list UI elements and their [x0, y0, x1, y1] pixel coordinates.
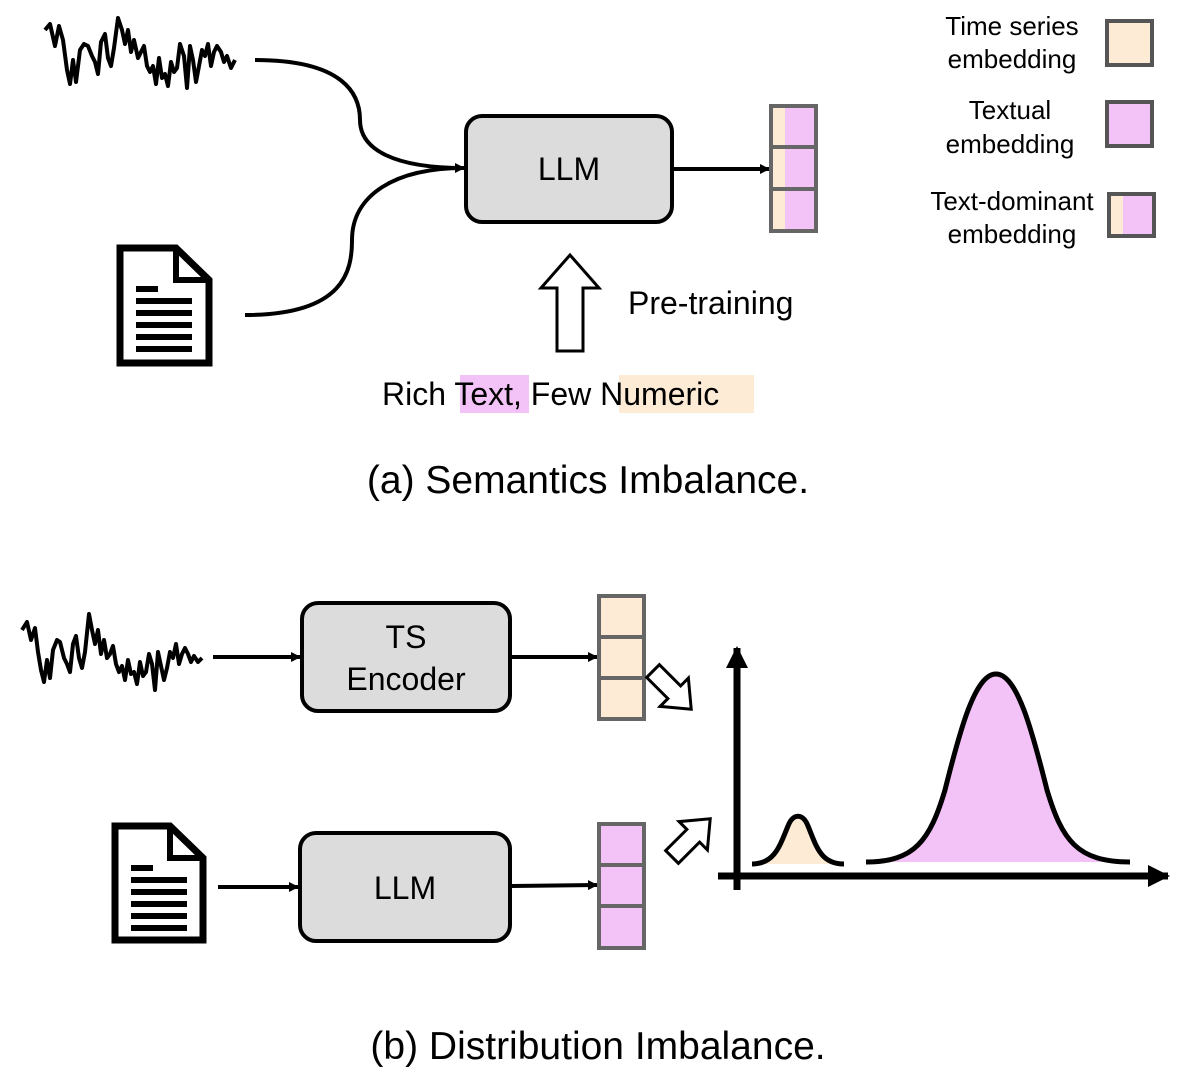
hollow-up-arrow-icon	[537, 252, 603, 353]
legend-dominant-line2: embedding	[948, 219, 1077, 249]
ts-encoder-label-line2: Encoder	[346, 661, 466, 697]
text-to-llm-curve	[244, 166, 465, 317]
llm-box-b	[298, 831, 512, 943]
legend: Time series embedding Textual embedding …	[930, 11, 1156, 249]
ts-embedding-stack	[597, 594, 646, 721]
ts-distribution-outline	[751, 813, 845, 867]
legend-text-line2: embedding	[946, 129, 1075, 159]
caption-a: (a) Semantics Imbalance.	[367, 459, 809, 502]
llm-box-a	[464, 114, 674, 224]
time-series-wave-icon	[43, 16, 237, 90]
legend-dominant-swatch	[1107, 192, 1156, 238]
hollow-diagonal-arrow-icon	[644, 662, 693, 711]
text-highlight	[460, 375, 529, 413]
ts-distribution-curve	[752, 816, 844, 864]
legend-text-swatch	[1105, 100, 1154, 148]
hollow-diagonal-arrow-icon	[663, 817, 712, 866]
time-series-wave-icon	[20, 612, 204, 692]
numeric-highlight	[619, 375, 754, 413]
legend-ts-line2: embedding	[948, 44, 1077, 74]
llm-label-a: LLM	[538, 151, 600, 187]
legend-ts-line1: Time series	[945, 11, 1078, 41]
rich-text-caption: Rich Text, Few Numeric	[382, 376, 719, 412]
legend-text-line1: Textual	[969, 95, 1051, 125]
llm-label-b: LLM	[374, 870, 436, 906]
ts-encoder-label-line1: TS	[386, 619, 427, 655]
document-icon	[116, 244, 213, 367]
panel-b: TS Encoder LLM	[20, 594, 1170, 1068]
text-embedding-stack	[597, 822, 646, 950]
llm-output-arrow-b	[511, 880, 598, 891]
pretraining-label: Pre-training	[628, 285, 793, 321]
text-distribution-curve	[866, 674, 1130, 862]
panel-a: LLM Pre-training Rich Text, Few Numeric …	[43, 16, 818, 502]
legend-ts-swatch	[1105, 19, 1154, 67]
legend-dominant-line1: Text-dominant	[930, 186, 1094, 216]
text-dominant-embedding-stack	[769, 104, 818, 233]
ts-encoder-box	[300, 601, 512, 713]
text-distribution-outline	[865, 671, 1131, 865]
ts-to-llm-curve	[254, 58, 465, 173]
document-icon	[111, 822, 207, 944]
caption-b: (b) Distribution Imbalance.	[370, 1025, 825, 1068]
